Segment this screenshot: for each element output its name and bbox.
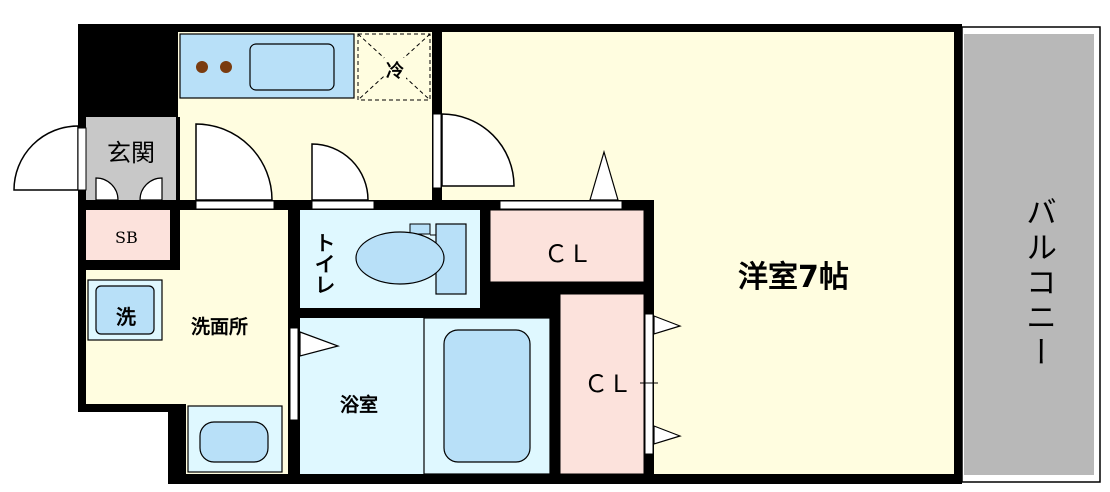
bath-door-arrow <box>299 331 340 357</box>
stove-burner-2 <box>220 61 232 73</box>
entrance-door-swing <box>13 125 79 191</box>
toilet-tank-top <box>409 223 431 235</box>
washroom-label: 洗面所 <box>191 315 248 338</box>
western-room-label: 洋室7帖 <box>738 260 849 295</box>
fridge-cross-2 <box>357 33 431 101</box>
door-frame-room <box>432 113 442 189</box>
closet-side <box>559 293 645 475</box>
closet-top-label: ＣＬ <box>544 240 592 268</box>
closet-side-label: ＣＬ <box>584 370 632 398</box>
fridge-label-bg <box>384 58 406 80</box>
toilet-bowl <box>355 231 445 285</box>
room-door-swing <box>441 113 515 187</box>
western-room-floor <box>442 32 954 474</box>
closet-top-door-arrow <box>589 149 619 201</box>
bathtub-inner <box>443 329 531 463</box>
wall-sb-bottom <box>86 260 180 270</box>
wall-sb-right <box>170 210 180 270</box>
washer-inner <box>95 285 155 335</box>
door-frame-toilet <box>311 200 375 210</box>
closet-side-door-arrow-1 <box>653 315 682 335</box>
shoe-box-label: SB <box>115 228 138 247</box>
washer-label: 洗 <box>116 305 136 329</box>
bathroom-label: 浴室 <box>340 393 378 416</box>
balcony-label: バルコニー <box>1020 196 1056 371</box>
wall-bath-east <box>550 290 560 484</box>
bath-door-frame <box>289 327 299 421</box>
shoe-box <box>86 210 170 260</box>
genkan-inner-door-left <box>95 177 119 201</box>
genkan-corner-block <box>86 32 178 117</box>
fridge-cross-1 <box>357 33 431 101</box>
fridge-space <box>357 33 431 101</box>
washroom-door-swing <box>195 123 273 201</box>
wall-toilet-east <box>480 200 490 318</box>
toilet-label: トイレ <box>312 232 336 295</box>
door-frame-closet-top <box>499 200 623 210</box>
toilet-door-swing <box>311 143 369 201</box>
genkan-label: 玄関 <box>107 139 155 167</box>
door-frame-genkan-hall <box>195 200 275 210</box>
door-frame-genkan <box>77 127 87 191</box>
fridge-label: 冷 <box>386 60 404 82</box>
balcony-floor <box>964 34 1094 475</box>
genkan-inner-door-right <box>139 177 163 201</box>
kitchen-sink <box>249 43 335 91</box>
wash-basin-bowl <box>199 421 269 463</box>
stove-burner-1 <box>196 61 208 73</box>
closet-side-door-arrow-2 <box>653 425 682 445</box>
closet-side-door-frame <box>644 313 654 455</box>
closet-top <box>489 209 645 283</box>
wall-genkan-right <box>176 117 180 200</box>
